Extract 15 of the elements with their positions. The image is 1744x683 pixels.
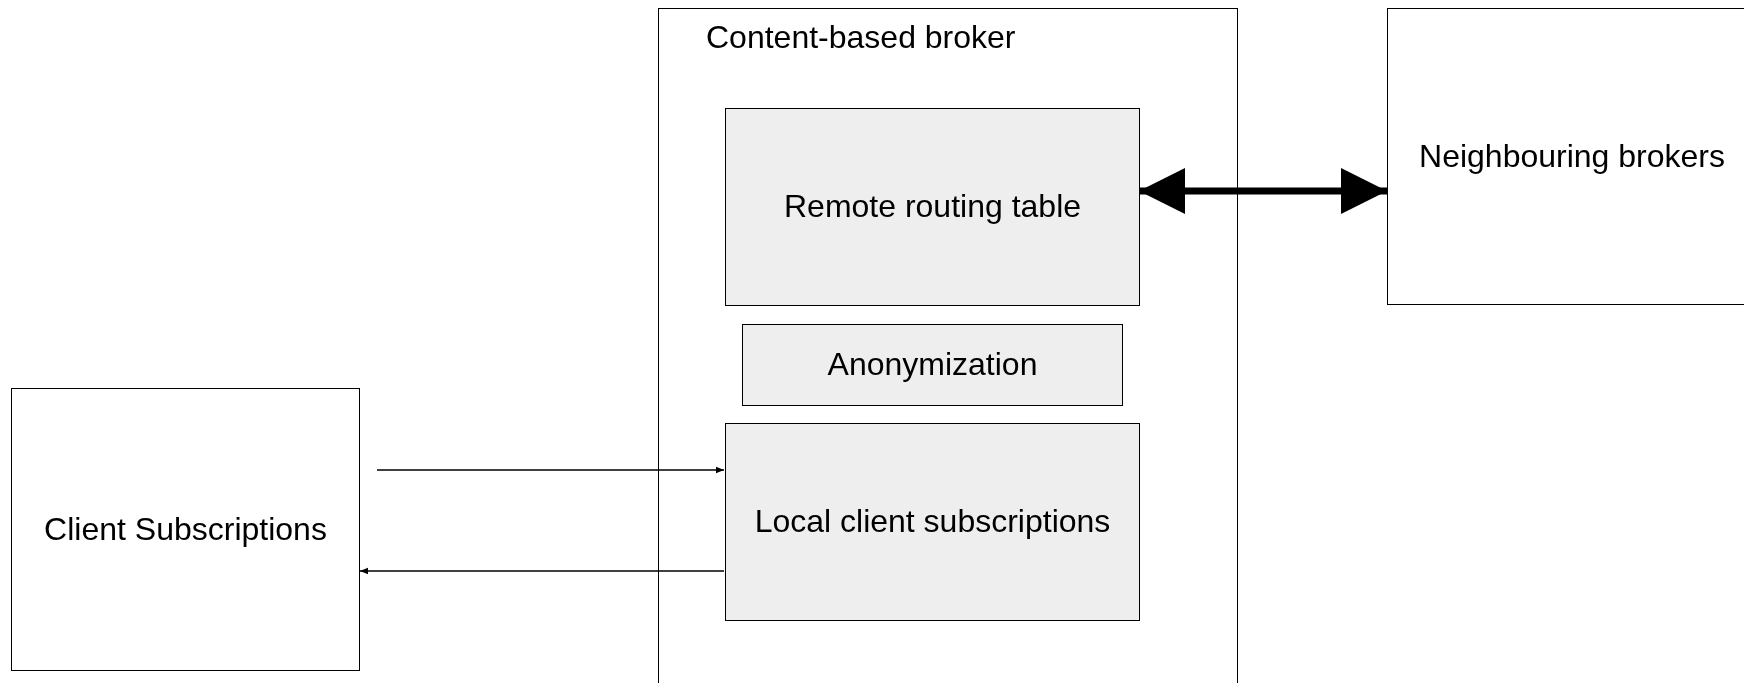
box-label: Neighbouring brokers: [1419, 141, 1725, 172]
process-box: [725, 423, 1140, 621]
process-box: [742, 324, 1123, 406]
process-box: [1387, 8, 1744, 305]
arrow: [376, 466, 725, 474]
arrow: [359, 567, 725, 575]
process-box: [725, 108, 1140, 306]
container-title: Content-based broker: [706, 23, 1016, 53]
process-box: [11, 388, 360, 671]
box-label: Local client subscriptions: [754, 507, 1111, 537]
arrow: [1139, 168, 1387, 214]
box-label: Remote routing table: [783, 192, 1082, 222]
container-box: [658, 8, 1238, 683]
box-label: Client Subscriptions: [44, 514, 327, 545]
box-label: Anonymization: [827, 350, 1038, 380]
